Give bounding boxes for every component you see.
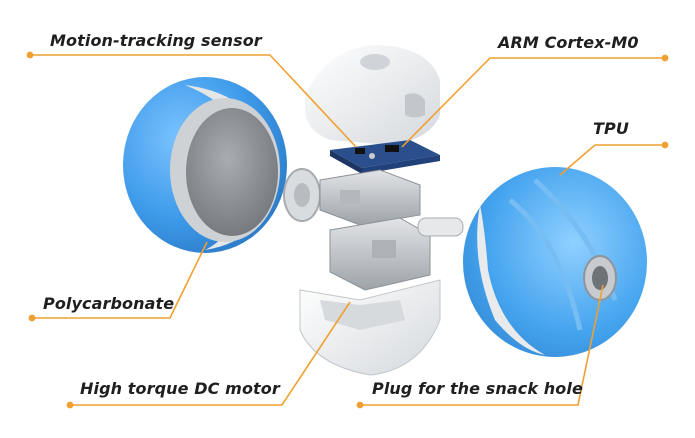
- leader-dot-motor: [66, 401, 74, 409]
- leader-polycarbonate: [32, 241, 208, 319]
- label-polycarbonate: Polycarbonate: [43, 294, 175, 313]
- leader-cpu: [401, 57, 665, 148]
- leader-dot-cpu: [661, 54, 669, 62]
- label-snack-hole-plug: Plug for the snack hole: [372, 379, 583, 398]
- label-tpu: TPU: [593, 119, 629, 138]
- leader-dot-polycarbonate: [28, 314, 36, 322]
- bottom-shell: [299, 279, 441, 376]
- leader-lines: [26, 51, 669, 409]
- label-motion-tracking-sensor: Motion-tracking sensor: [50, 31, 262, 50]
- leader-plug: [360, 284, 604, 406]
- leader-motor: [70, 301, 351, 406]
- leader-dot-plug: [356, 401, 364, 409]
- leader-tpu: [559, 144, 665, 176]
- label-arm-cortex: ARM Cortex-M0: [498, 33, 639, 52]
- top-cap: [305, 45, 440, 145]
- leader-motion-sensor: [30, 54, 357, 148]
- leader-dot-motion-sensor: [26, 51, 34, 59]
- label-dc-motor: High torque DC motor: [80, 379, 280, 398]
- left-shell: [123, 77, 287, 253]
- pcb-board: [330, 140, 440, 174]
- gear: [283, 168, 321, 222]
- chassis-frame: [319, 169, 464, 291]
- right-shell: [463, 167, 647, 357]
- leader-dot-tpu: [661, 141, 669, 149]
